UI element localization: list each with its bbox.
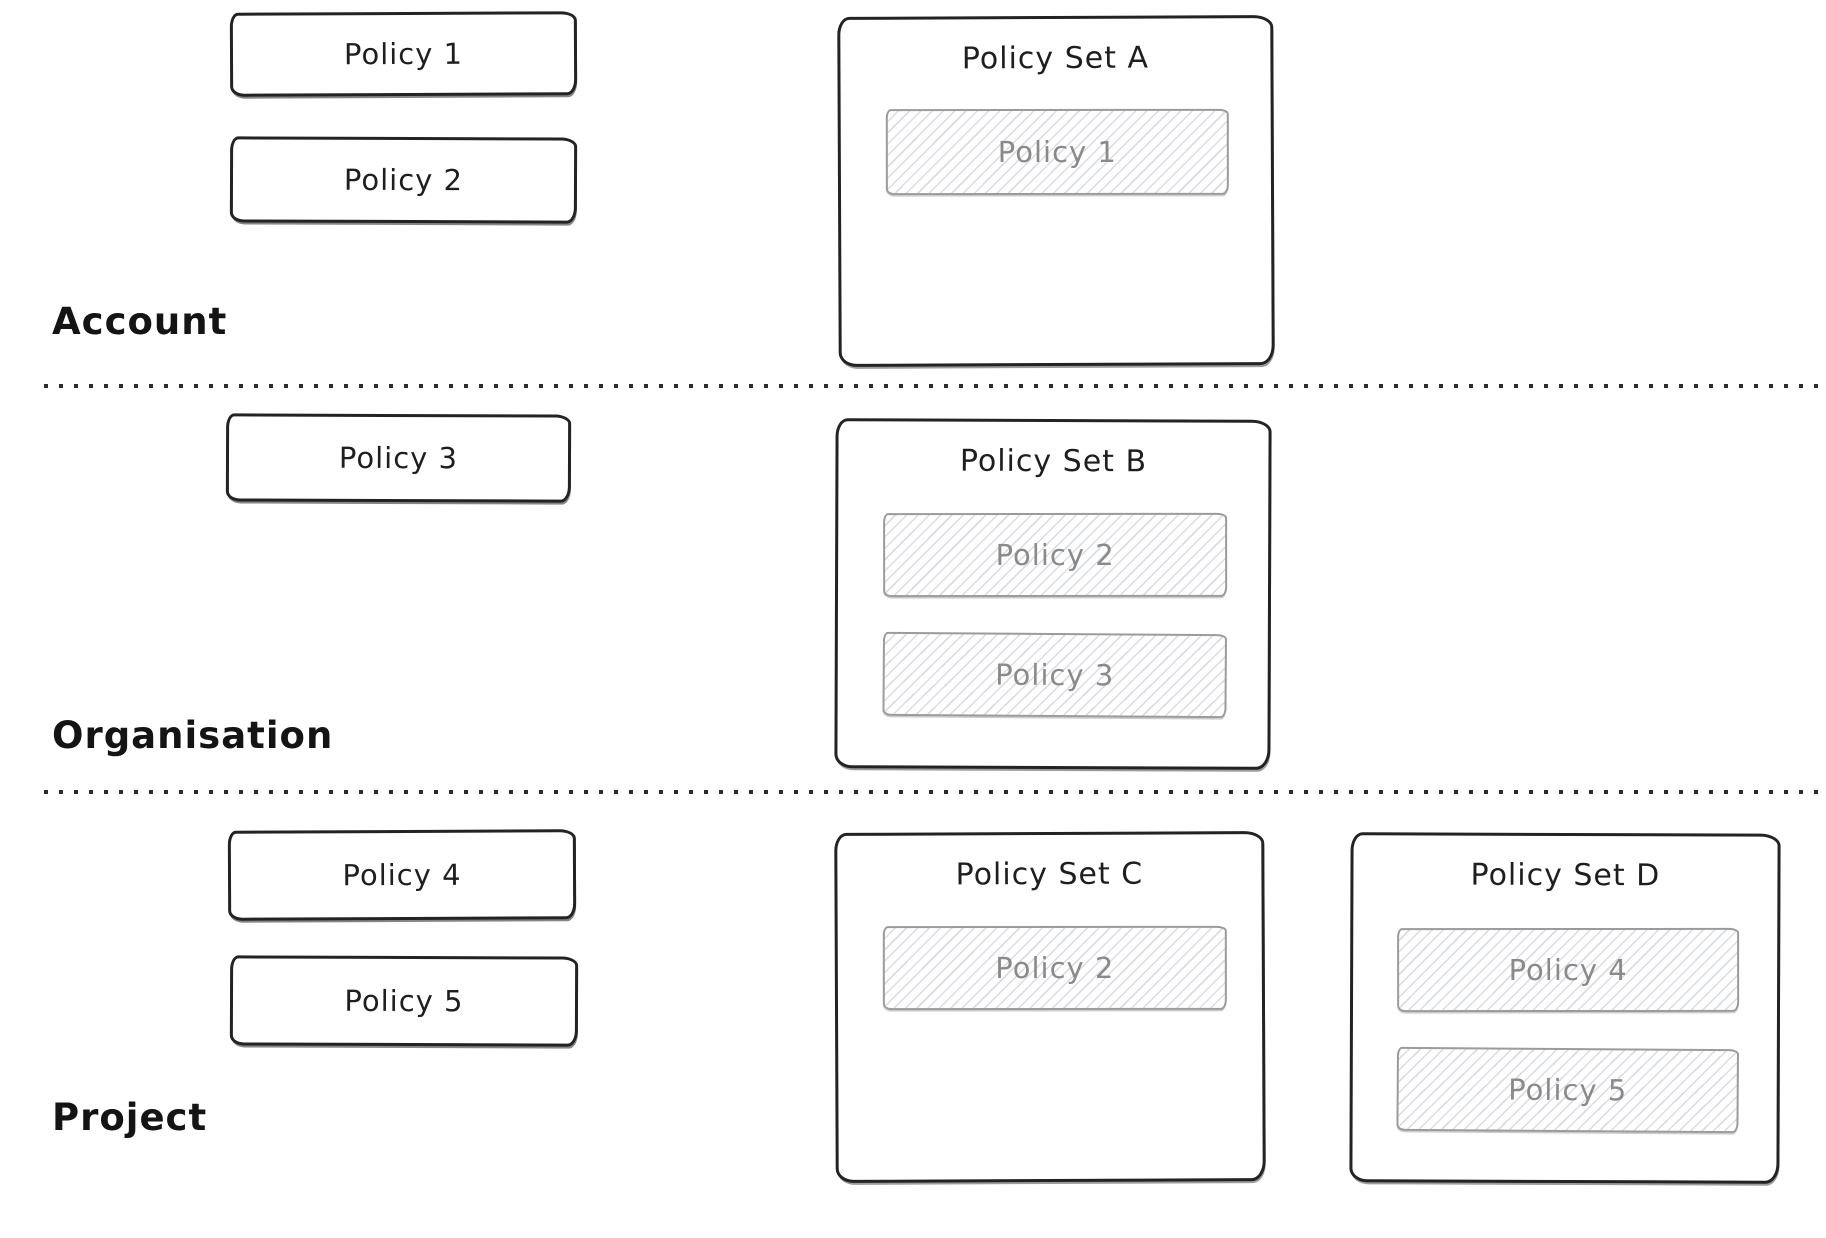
policy-box-label: Policy 1	[343, 36, 464, 72]
policy-set-d: Policy Set D Policy 4 Policy 5	[1349, 832, 1781, 1184]
set-member-policy-3: Policy 3	[882, 631, 1228, 719]
section-label-project: Project	[52, 1096, 208, 1139]
policy-set-title: Policy Set B	[959, 443, 1148, 480]
policy-box-label: Policy 5	[344, 983, 464, 1019]
policy-box-label: Policy 3	[338, 440, 459, 476]
policy-set-title: Policy Set A	[961, 40, 1150, 77]
set-member-label: Policy 2	[995, 537, 1115, 573]
tier-divider-account-organisation	[44, 384, 1826, 388]
set-member-policy-5: Policy 5	[1396, 1046, 1740, 1134]
policy-box-policy-1: Policy 1	[229, 11, 578, 97]
section-label-account: Account	[52, 300, 228, 343]
policy-box-label: Policy 4	[342, 857, 462, 893]
set-member-policy-1: Policy 1	[885, 108, 1229, 196]
set-member-label: Policy 5	[1508, 1072, 1628, 1108]
set-member-policy-4: Policy 4	[1397, 927, 1740, 1013]
set-member-label: Policy 2	[995, 950, 1115, 986]
policy-set-b: Policy Set B Policy 2 Policy 3	[834, 418, 1272, 770]
policy-box-policy-5: Policy 5	[229, 955, 579, 1047]
set-member-label: Policy 4	[1508, 952, 1628, 988]
policy-set-title: Policy Set D	[1470, 857, 1661, 894]
section-label-organisation: Organisation	[52, 714, 334, 757]
set-member-label: Policy 1	[997, 134, 1117, 170]
set-member-policy-2: Policy 2	[882, 925, 1227, 1011]
set-member-label: Policy 3	[995, 657, 1115, 693]
policy-set-c: Policy Set C Policy 2	[834, 831, 1266, 1183]
policy-box-policy-4: Policy 4	[227, 829, 577, 921]
set-member-policy-2: Policy 2	[883, 512, 1228, 598]
tier-divider-organisation-project	[44, 790, 1826, 794]
policy-set-title: Policy Set C	[955, 856, 1144, 893]
policy-set-a: Policy Set A Policy 1	[837, 15, 1275, 367]
policy-box-policy-2: Policy 2	[229, 136, 578, 224]
policy-box-label: Policy 2	[343, 162, 464, 198]
policy-box-policy-3: Policy 3	[225, 413, 572, 503]
